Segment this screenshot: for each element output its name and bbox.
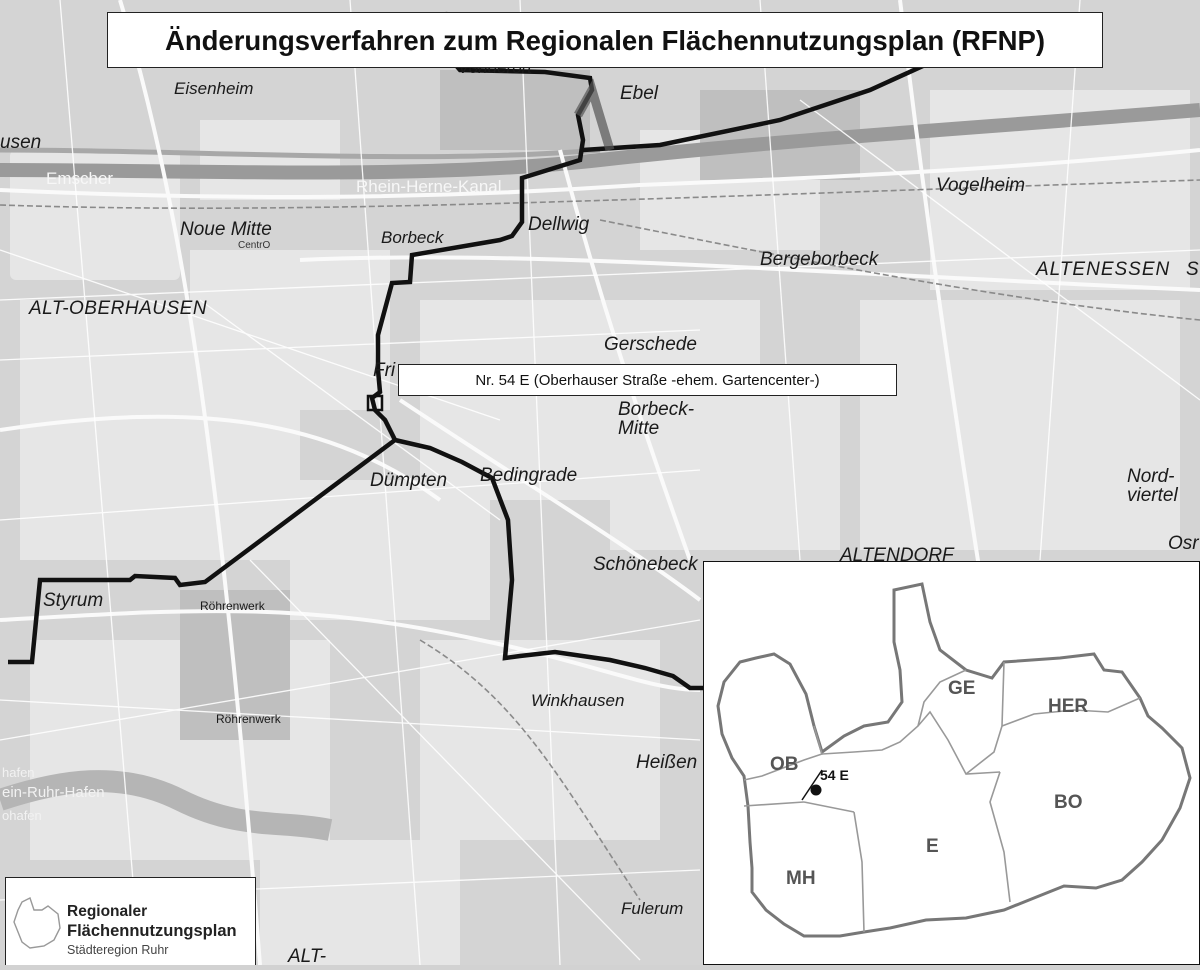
region-bo: BO [1054,792,1083,813]
region-ge: GE [948,678,975,699]
label-eisenheim: Eisenheim [174,79,253,98]
logo-line-2: Flächennutzungsplan [67,922,237,940]
label-nord-viertel-2: viertel [1127,485,1178,506]
region-outline-logo-icon [13,897,61,949]
label-styrum: Styrum [43,590,103,611]
region-her: HER [1048,696,1088,717]
label-nord-viertel-1: Nord- [1127,466,1175,487]
label-alt-oberhausen: ALT-OBERHAUSEN [28,298,207,319]
label-rhein-ruhr-hafen: ein-Ruhr-Hafen [2,784,105,801]
label-hafen: hafen [2,765,35,780]
logo-line-3: Städteregion Ruhr [67,943,169,957]
label-borbeck-mitte-1: Borbeck- [618,399,694,420]
rfnp-logo-box: Regionaler Flächennutzungsplan Städtereg… [5,877,256,965]
label-roehrenwerk: Röhrenwerk [200,599,266,613]
label-roehrenwerk-2: Röhrenwerk [216,712,282,726]
label-dellwig: Dellwig [528,214,590,235]
label-rhein-herne-kanal: Rhein-Herne-Kanal [356,177,502,196]
label-bedingrade: Bedingrade [480,465,577,486]
label-borbeck-mitte-2: Mitte [618,418,659,439]
label-vogelheim: Vogelheim [936,175,1025,196]
label-centro: CentrO [238,240,270,251]
label-borbeck: Borbeck [381,228,445,247]
site-callout: Nr. 54 E (Oberhauser Straße -ehem. Garte… [398,364,897,396]
inset-map-svg: 54 E OB GE HER BO E MH [704,562,1199,964]
label-duempten: Dümpten [370,470,447,491]
label-altendorf: ALTENDORF [839,545,955,566]
label-heissen: Heißen [636,752,697,773]
map-title: Änderungsverfahren zum Regionalen Fläche… [164,25,1046,56]
label-schoenebeck: Schönebeck [593,554,699,575]
label-altenessen: ALTENESSEN [1035,259,1170,280]
label-neue-mitte: Noue Mitte [180,219,272,240]
label-emscher: Emscher [46,169,113,188]
label-bergeborbeck: Bergeborbeck [760,249,880,270]
label-ohafen: ohafen [2,808,42,823]
inset-marker-label: 54 E [820,767,849,783]
svg-text:S: S [1186,259,1199,280]
label-fulerum: Fulerum [621,899,683,918]
logo-line-1: Regionaler [67,903,148,920]
region-ob: OB [770,754,799,775]
label-alt: ALT- [287,946,326,965]
label-usen: usen [0,132,41,153]
label-ebel: Ebel [620,83,659,104]
label-fri: Fri [373,360,396,381]
site-callout-label: Nr. 54 E (Oberhauser Straße -ehem. Garte… [475,372,820,389]
region-mh: MH [786,868,816,889]
label-winkhausen: Winkhausen [531,691,624,710]
overview-inset-map: 54 E OB GE HER BO E MH [703,561,1200,965]
label-gerschede: Gerschede [604,334,697,355]
label-osr: Osr [1168,533,1199,554]
site-marker-icon [810,784,822,796]
title-box: Änderungsverfahren zum Regionalen Fläche… [107,12,1103,68]
region-e: E [926,836,939,857]
